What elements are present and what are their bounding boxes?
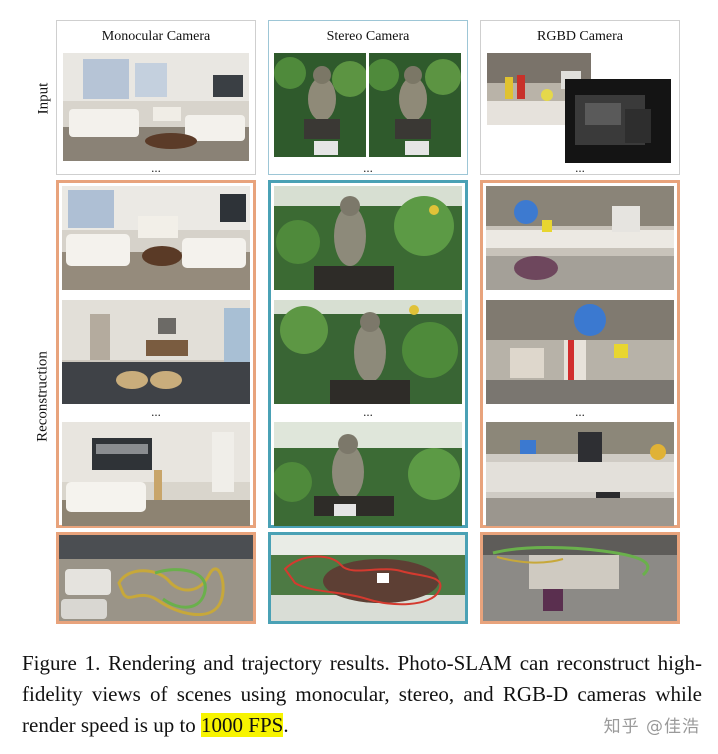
mono-column-title: Monocular Camera (101, 29, 211, 44)
rgbd-recon-desk-2 (486, 300, 674, 404)
input-row-label: Input (35, 82, 52, 115)
rgbd-input-ellipsis: ... (575, 160, 585, 175)
watermark: 知乎 @佳浩 (603, 717, 700, 737)
reconstruction-row-label: Reconstruction (34, 351, 51, 442)
mono-reconstruction-frame: ... (56, 180, 256, 528)
mono-trajectory-panel (56, 532, 256, 624)
rgbd-trajectory-panel (480, 532, 680, 624)
stereo-recon-ellipsis: ... (363, 404, 373, 419)
mono-recon-hallway-room (62, 300, 250, 404)
mono-trajectory-image (59, 535, 253, 621)
rgbd-trajectory-image (483, 535, 677, 621)
rgbd-recon-desk-1 (486, 186, 674, 290)
caption-end: . (283, 713, 289, 737)
stereo-input-right-image (369, 53, 461, 157)
mono-input-image (63, 53, 249, 161)
stereo-recon-statue-2 (274, 300, 462, 404)
mono-recon-living-room (62, 186, 250, 290)
mono-recon-ellipsis: ... (151, 404, 161, 419)
stereo-input-left-image (274, 53, 366, 157)
rgbd-recon-desk-3 (486, 422, 674, 526)
rgbd-input-panel: RGBD Camera ... (480, 20, 680, 175)
mono-input-panel: Monocular Camera ... (56, 20, 256, 175)
stereo-recon-statue-3 (274, 422, 462, 526)
mono-input-ellipsis: ... (151, 160, 161, 175)
rgbd-recon-ellipsis: ... (575, 404, 585, 419)
mono-recon-sofa-art (62, 422, 250, 526)
stereo-trajectory-image (271, 535, 465, 621)
caption-highlight: 1000 FPS (201, 713, 284, 737)
stereo-column-title: Stereo Camera (326, 29, 410, 44)
stereo-reconstruction-frame: ... (268, 180, 468, 528)
caption-text: Figure 1. Rendering and trajectory resul… (22, 651, 702, 737)
stereo-input-panel: Stereo Camera ... (268, 20, 468, 175)
stereo-input-ellipsis: ... (363, 160, 373, 175)
stereo-recon-statue-1 (274, 186, 462, 290)
rgbd-input-depth-image (565, 79, 671, 163)
rgbd-column-title: RGBD Camera (537, 29, 623, 44)
rgbd-reconstruction-frame: ... (480, 180, 680, 528)
figure-caption: Figure 1. Rendering and trajectory resul… (22, 648, 702, 741)
stereo-trajectory-panel (268, 532, 468, 624)
